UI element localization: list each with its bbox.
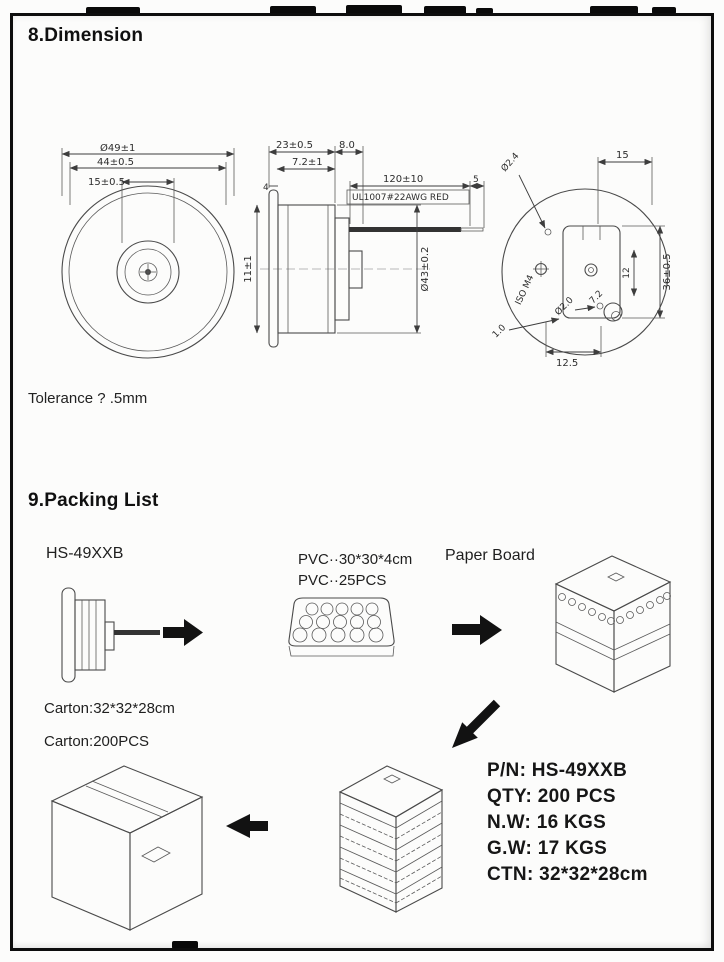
summary-nw: N.W: 16 KGS xyxy=(487,812,607,833)
scan-artifact xyxy=(86,7,140,15)
dim-label-side-120: 120±10 xyxy=(383,174,423,185)
flow-arrow-left xyxy=(226,814,268,838)
dim-label-back-36: 36±0.5 xyxy=(662,253,673,290)
front-view-drawing: Ø49±1 44±0.5 15±0.5 xyxy=(61,142,235,359)
carton-box-drawing xyxy=(50,765,204,931)
tolerance-note: Tolerance ? .5mm xyxy=(28,390,148,407)
thread-spec-label: ISO M4 xyxy=(514,273,537,306)
dim-label-side-5: 5 xyxy=(473,175,479,185)
side-view-drawing: 23±0.5 8.0 7.2±1 4 120±10 5 UL1007#22AWG… xyxy=(243,140,485,348)
paper-board-stack-drawing xyxy=(554,555,672,693)
scan-artifact xyxy=(270,6,316,15)
dim-label-side-11: 11±1 xyxy=(243,255,254,282)
flow-arrow-right-1 xyxy=(163,619,203,646)
dim-label-back-15: 15 xyxy=(616,150,629,161)
pvc-tray-drawing xyxy=(288,597,395,657)
dim-label-back-125: 12.5 xyxy=(556,358,578,369)
packing-summary-block: P/N: HS-49XXB QTY: 200 PCS N.W: 16 KGS G… xyxy=(487,758,715,888)
flow-arrow-right-2 xyxy=(452,615,502,645)
flow-arrow-down-left xyxy=(452,699,501,748)
dim-label-side-23: 23±0.5 xyxy=(276,140,313,151)
summary-gw: G.W: 17 KGS xyxy=(487,838,608,859)
dim-label-front-44: 44±0.5 xyxy=(97,157,134,168)
dim-label-back-10: 1.0 xyxy=(491,323,508,340)
packing-speaker-drawing xyxy=(61,587,160,683)
dim-label-front-15: 15±0.5 xyxy=(88,177,125,188)
page-border-frame xyxy=(10,13,714,951)
summary-qty: QTY: 200 PCS xyxy=(487,786,616,807)
stacked-trays-drawing xyxy=(338,765,444,913)
carton-size-label: Carton:32*32*28cm xyxy=(44,700,175,717)
dim-label-side-4: 4 xyxy=(263,183,269,193)
product-model-label: HS-49XXB xyxy=(46,545,124,562)
dim-label-back-12: 12 xyxy=(622,267,632,278)
paper-board-label: Paper Board xyxy=(445,547,535,564)
back-view-drawing: 15 Ø2.4 36±0.5 12 ISO M4 Ø2.0 7.2 1.0 12… xyxy=(491,150,673,369)
carton-qty-label: Carton:200PCS xyxy=(44,733,150,750)
pvc-size-label: PVC··30*30*4cm xyxy=(298,551,413,568)
scan-artifact xyxy=(424,6,466,15)
scan-artifact xyxy=(172,941,198,949)
dim-label-back-dia24: Ø2.4 xyxy=(499,150,522,173)
scan-artifact xyxy=(652,7,676,14)
wire-spec-label: UL1007#22AWG RED xyxy=(352,193,449,203)
dim-label-side-8: 8.0 xyxy=(339,140,355,151)
scan-artifact xyxy=(346,5,402,15)
scan-artifact xyxy=(476,8,493,14)
summary-ctn: CTN: 32*32*28cm xyxy=(487,864,648,885)
dim-label-back-72: 7.2 xyxy=(588,289,605,306)
section-title-dimension: 8.Dimension xyxy=(28,25,144,46)
dim-label-side-72: 7.2±1 xyxy=(292,157,323,168)
scan-artifact xyxy=(590,6,638,15)
dim-label-front-dia: Ø49±1 xyxy=(100,142,135,154)
dim-label-side-dia43: Ø43±0.2 xyxy=(419,247,431,292)
section-title-packing: 9.Packing List xyxy=(28,490,159,511)
pvc-qty-label: PVC··25PCS xyxy=(298,572,387,589)
summary-pn: P/N: HS-49XXB xyxy=(487,760,628,781)
